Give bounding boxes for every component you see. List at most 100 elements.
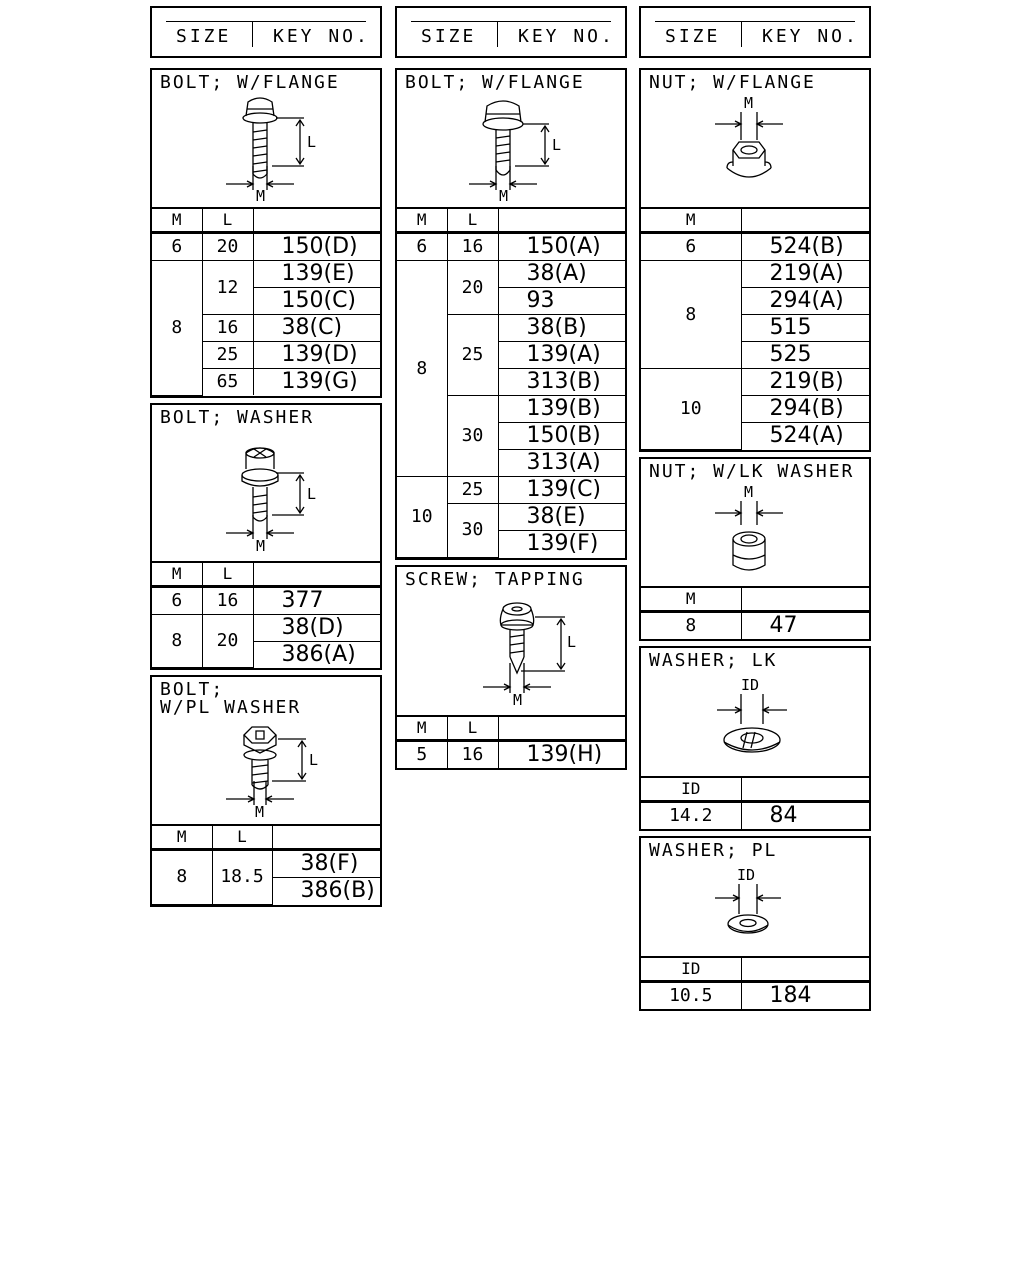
part-illustration: BOLT; W/FLANGE L [397, 70, 625, 209]
cell-key-no: 150(A) [497, 232, 625, 261]
col-m-header: M [152, 209, 203, 234]
col-m-header: M [397, 209, 448, 234]
size-key-header: SIZE KEY NO. [639, 6, 871, 58]
cell-key-no: 313(B) [498, 368, 625, 396]
cell-key-no: 84 [740, 800, 869, 829]
cell-key-no: 150(B) [498, 422, 625, 450]
column-2: SIZE KEY NO. BOLT; W/FLANGE [395, 6, 627, 775]
cell-key-no: 150(C) [253, 287, 380, 315]
cell-key-no: 38(D) [252, 613, 380, 642]
cell-key-no: 294(A) [741, 287, 869, 315]
cell-key-no: 139(B) [497, 395, 625, 423]
cell-l: 20 [201, 613, 254, 668]
part-illustration: BOLT; W/FLANGE L [152, 70, 380, 209]
table-row: 386(A) [152, 640, 380, 668]
cell-m: 10 [641, 368, 742, 450]
col-id-header: ID [641, 957, 742, 983]
cell-m: 6 [152, 232, 203, 261]
cell-key-no: 377 [252, 585, 380, 615]
cell-m: 6 [641, 232, 742, 261]
size-key-header: SIZE KEY NO. [395, 6, 627, 58]
cell-key-no: 38(F) [271, 849, 380, 878]
cell-m: 8 [641, 260, 742, 369]
dim-thread-label: M [513, 691, 522, 709]
cell-l: 25 [447, 314, 499, 396]
cell-l: 16 [446, 232, 499, 261]
cell-l: 12 [201, 260, 254, 315]
dim-length-label: L [307, 133, 316, 151]
cell-m: 8 [152, 613, 203, 668]
lock-washer-drawing: ID [717, 676, 787, 753]
key-no-header-label: KEY NO. [518, 26, 615, 47]
key-no-header-label: KEY NO. [762, 26, 859, 47]
cell-key-no: 294(B) [741, 395, 869, 423]
cell-l: 20 [201, 232, 254, 261]
cell-m: 8 [152, 260, 203, 396]
size-key-header: SIZE KEY NO. [150, 6, 382, 58]
plain-washer-drawing: ID [715, 866, 781, 934]
part-bolt-w-flange: BOLT; W/FLANGE L [395, 68, 627, 560]
part-bolt-washer: BOLT; WASHER [150, 402, 382, 670]
col-l-header: L [201, 209, 254, 234]
key-no-header-label: KEY NO. [273, 26, 370, 47]
cell-key-no: 219(B) [740, 368, 869, 396]
dim-id-label: ID [737, 866, 755, 884]
part-bolt-w-flange: BOLT; W/FLANGE L [150, 68, 382, 398]
part-title: NUT; W/FLANGE [649, 72, 816, 93]
cell-m: 10 [397, 476, 448, 558]
part-title: WASHER; PL [649, 839, 778, 861]
cell-l: 30 [447, 503, 499, 558]
col-m-header: M [152, 826, 213, 851]
cell-id: 10.5 [641, 980, 742, 1009]
lk-washer-nut-drawing: M [715, 483, 783, 571]
cell-l: 25 [446, 476, 499, 504]
cell-l: 16 [202, 314, 254, 342]
part-illustration: BOLT; W/PL WASHER [152, 677, 380, 826]
table-row: 150(B) [397, 422, 625, 450]
col-m-header: M [641, 209, 742, 234]
part-illustration: BOLT; WASHER [152, 405, 380, 563]
cell-key-no: 525 [741, 341, 869, 369]
dim-length-label: L [552, 136, 561, 154]
cell-m: 8 [152, 849, 213, 905]
part-title: BOLT; W/FLANGE [160, 72, 340, 93]
tapping-screw-drawing: L M [483, 601, 576, 709]
cell-m: 6 [397, 232, 448, 261]
part-illustration: SCREW; TAPPING L [397, 567, 625, 717]
size-header-label: SIZE [665, 26, 721, 47]
part-title: BOLT; W/FLANGE [405, 72, 585, 93]
col-m-header: M [641, 587, 742, 613]
cell-key-no: 386(A) [253, 640, 380, 668]
dim-thread-label: M [744, 94, 753, 112]
col-l-header: L [201, 562, 254, 588]
table-row: 313(B) [397, 368, 625, 396]
cell-m: 5 [397, 739, 448, 768]
cell-l: 25 [202, 341, 254, 369]
col-m-header: M [152, 562, 203, 588]
cell-key-no: 139(D) [252, 341, 380, 369]
flange-nut-drawing: M [715, 94, 783, 178]
cell-key-no: 38(E) [497, 503, 625, 531]
cell-key-no: 150(D) [252, 232, 380, 261]
part-title: SCREW; TAPPING [405, 568, 585, 590]
table-row: 294(B) [641, 395, 869, 423]
washer-bolt-drawing: L M [226, 446, 316, 555]
